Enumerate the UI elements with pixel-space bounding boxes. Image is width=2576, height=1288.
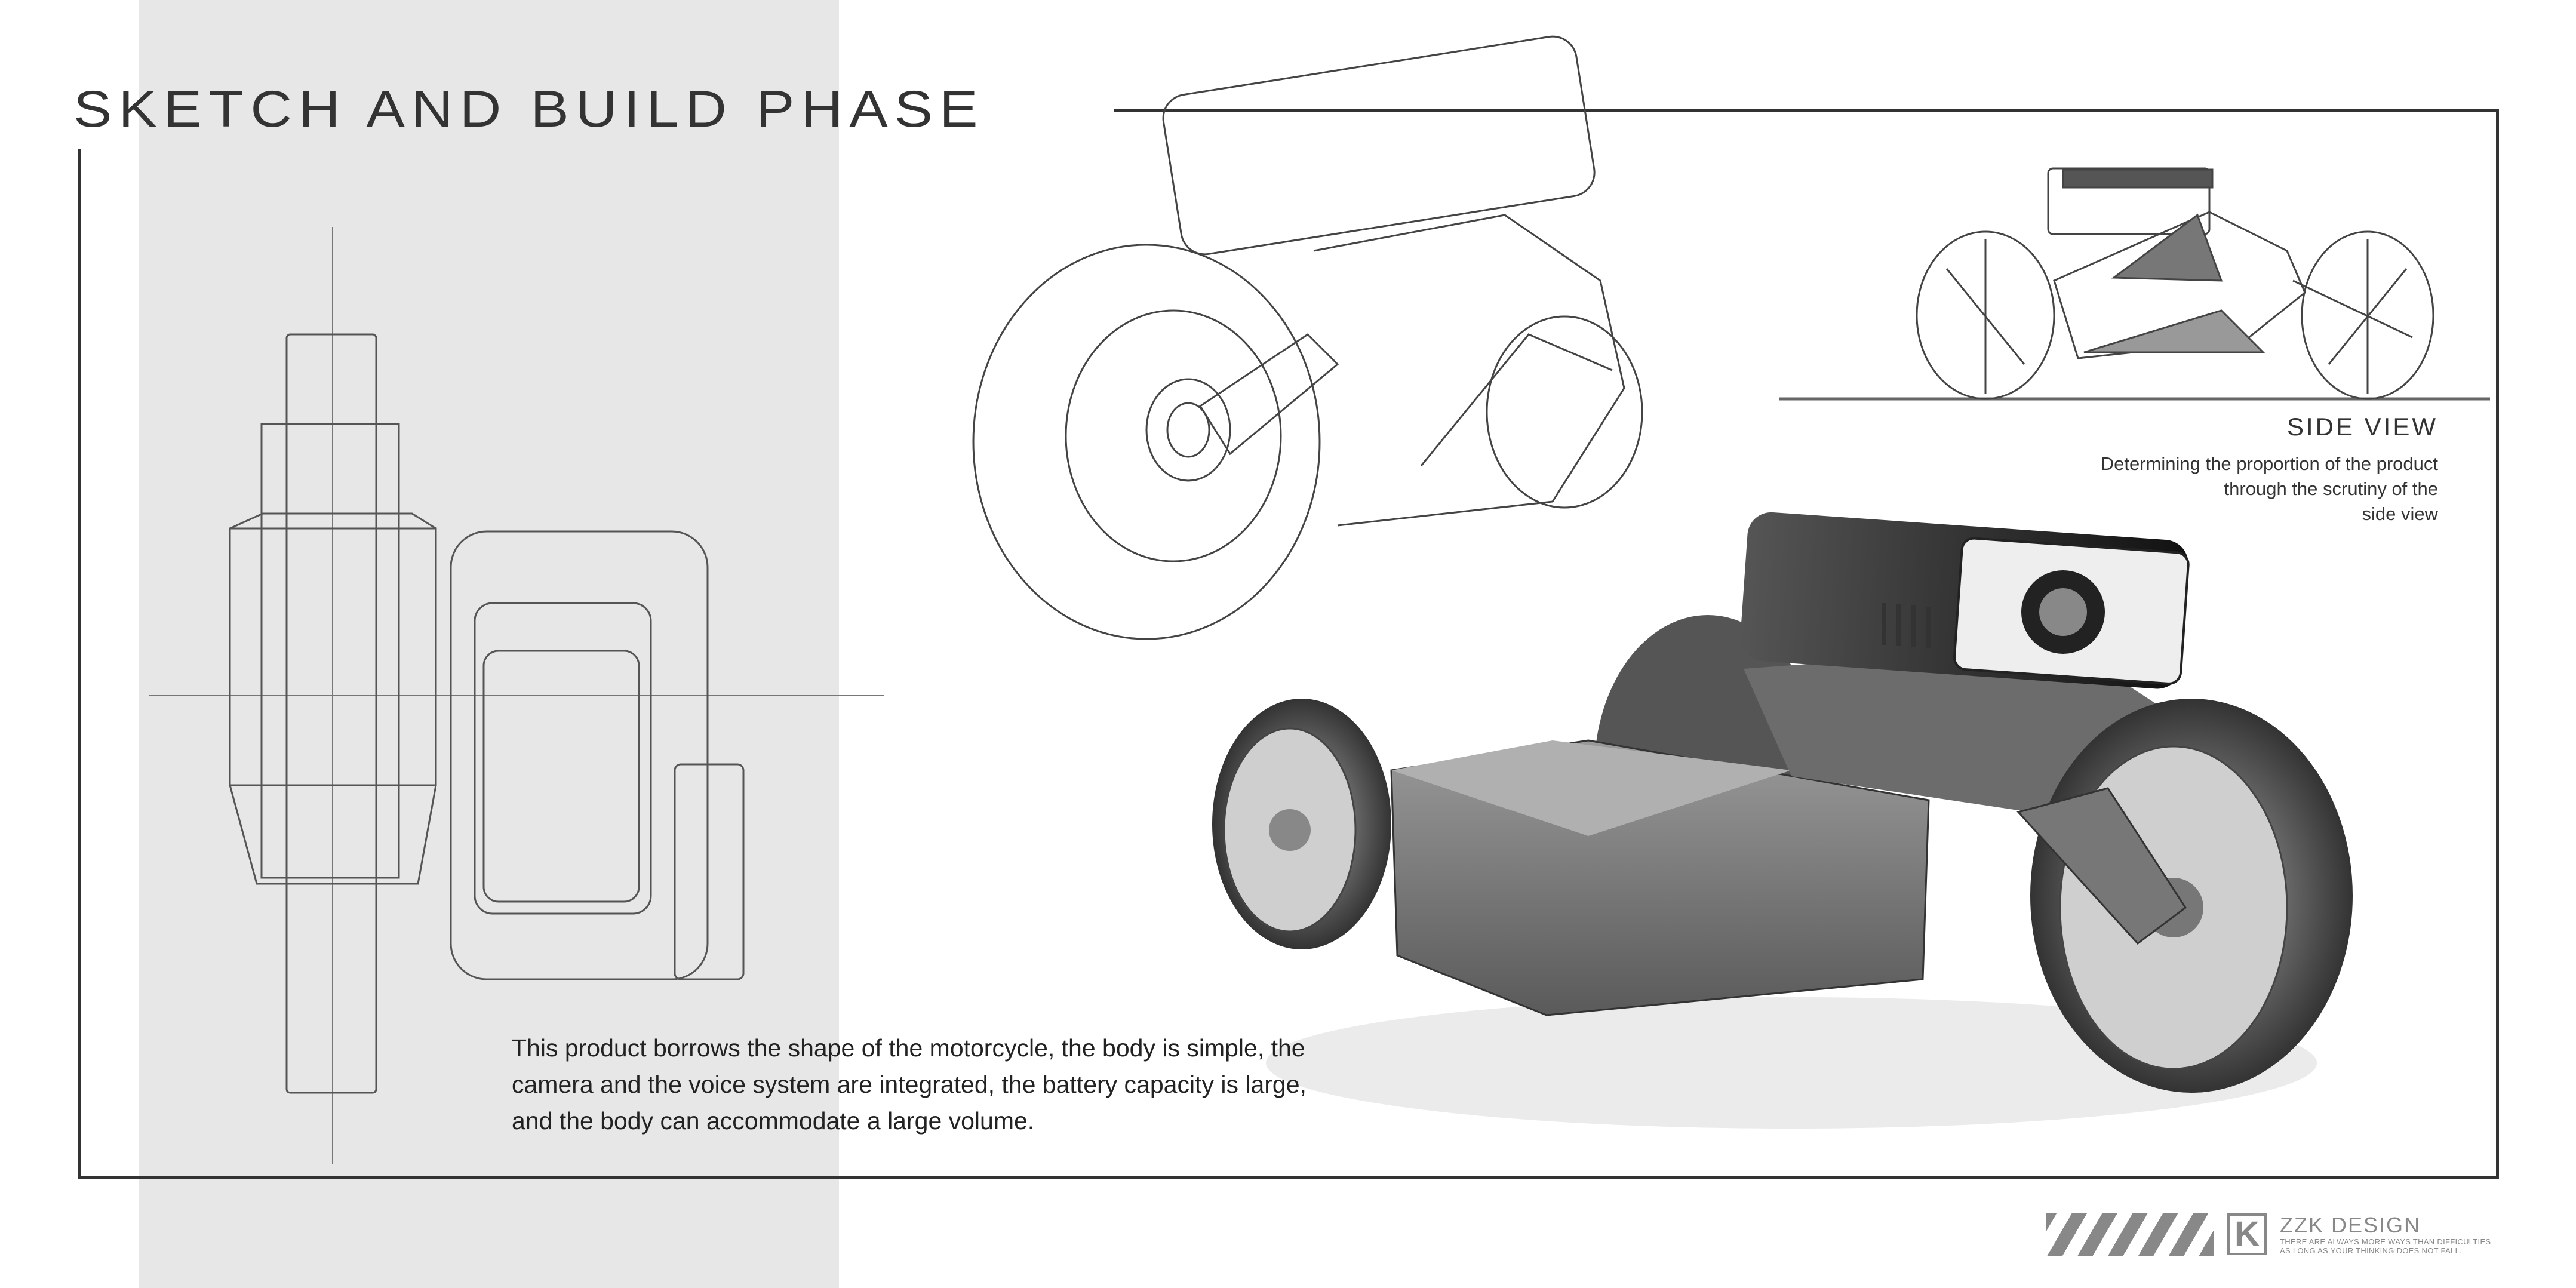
- side-view-title: SIDE VIEW: [2286, 413, 2438, 441]
- page-title: SKETCH AND BUILD PHASE: [73, 81, 985, 138]
- frame-left-line: [78, 149, 81, 1179]
- frame-right-line: [2496, 109, 2499, 1179]
- frame-top-line: [1114, 109, 2498, 112]
- frame-bottom-line: [78, 1176, 2499, 1179]
- side-view-description: Determining the proportion of the produc…: [2101, 451, 2438, 527]
- logo-text: ZZK DESIGN THERE ARE ALWAYS MORE WAYS TH…: [2280, 1213, 2491, 1256]
- brand-logo: K ZZK DESIGN THERE ARE ALWAYS MORE WAYS …: [2046, 1210, 2491, 1258]
- brand-tagline-2: AS LONG AS YOUR THINKING DOES NOT FALL.: [2280, 1246, 2463, 1255]
- side-view-line-2: through the scrutiny of the: [2224, 478, 2438, 499]
- background-band: [139, 0, 839, 1288]
- side-view-line-1: Determining the proportion of the produc…: [2100, 453, 2438, 474]
- brand-name: ZZK DESIGN: [2280, 1213, 2421, 1237]
- side-view-line-3: side view: [2362, 503, 2439, 524]
- product-description: This product borrows the shape of the mo…: [512, 1034, 1307, 1135]
- side-view-caption: SIDE VIEW Determining the proportion of …: [2101, 412, 2438, 527]
- hazard-stripes-icon: [2046, 1213, 2214, 1256]
- brand-tagline-1: THERE ARE ALWAYS MORE WAYS THAN DIFFICUL…: [2280, 1237, 2491, 1246]
- k-logo-mark-icon: K: [2227, 1213, 2267, 1255]
